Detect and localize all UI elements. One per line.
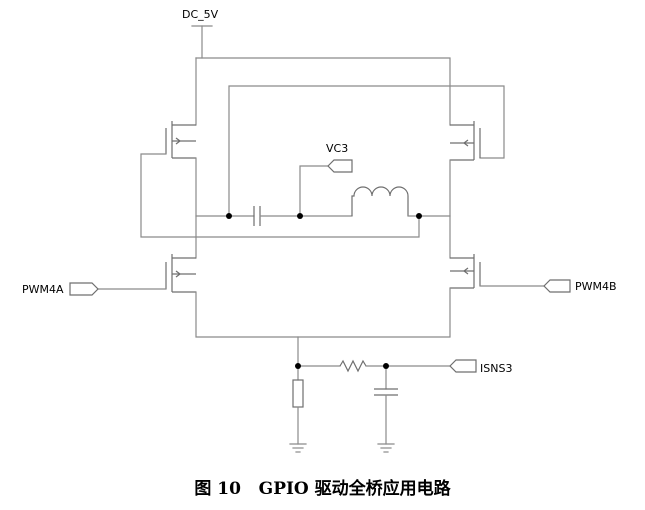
figure-caption: 图 10 GPIO 驱动全桥应用电路 xyxy=(0,474,645,499)
figure-title: GPIO 驱动全桥应用电路 xyxy=(258,479,451,499)
bottom-rail xyxy=(195,287,451,338)
pwm4b-label: PWM4B xyxy=(575,280,617,293)
pwm4b-port: PWM4B xyxy=(543,279,617,293)
shunt-resistor xyxy=(292,379,304,408)
supply-label: DC_5V xyxy=(182,8,219,21)
top-rail xyxy=(195,57,451,126)
pwm4a-port: PWM4A xyxy=(22,282,99,296)
vc3-port: VC3 xyxy=(326,142,353,173)
junction-dot xyxy=(416,213,422,219)
figure-number: 图 10 xyxy=(194,479,241,499)
mosfet-top-right xyxy=(450,121,481,161)
dc-5v-supply: DC_5V xyxy=(182,8,219,59)
right-top-gate-wire xyxy=(228,85,505,217)
junction-dot xyxy=(297,213,303,219)
isns3-label: ISNS3 xyxy=(480,362,512,375)
pwm4a-label: PWM4A xyxy=(22,283,64,296)
mosfet-bottom-right xyxy=(450,254,545,289)
mosfet-bottom-left xyxy=(97,254,196,293)
current-sense-network xyxy=(289,336,451,453)
junction-dot xyxy=(295,363,301,369)
bridge-load xyxy=(195,165,451,238)
mosfet-top-left xyxy=(140,121,197,238)
vc3-label: VC3 xyxy=(326,142,348,155)
junction-dot xyxy=(226,213,232,219)
isns3-port: ISNS3 xyxy=(449,359,512,375)
filter-resistor xyxy=(339,359,367,373)
junction-dot xyxy=(383,363,389,369)
